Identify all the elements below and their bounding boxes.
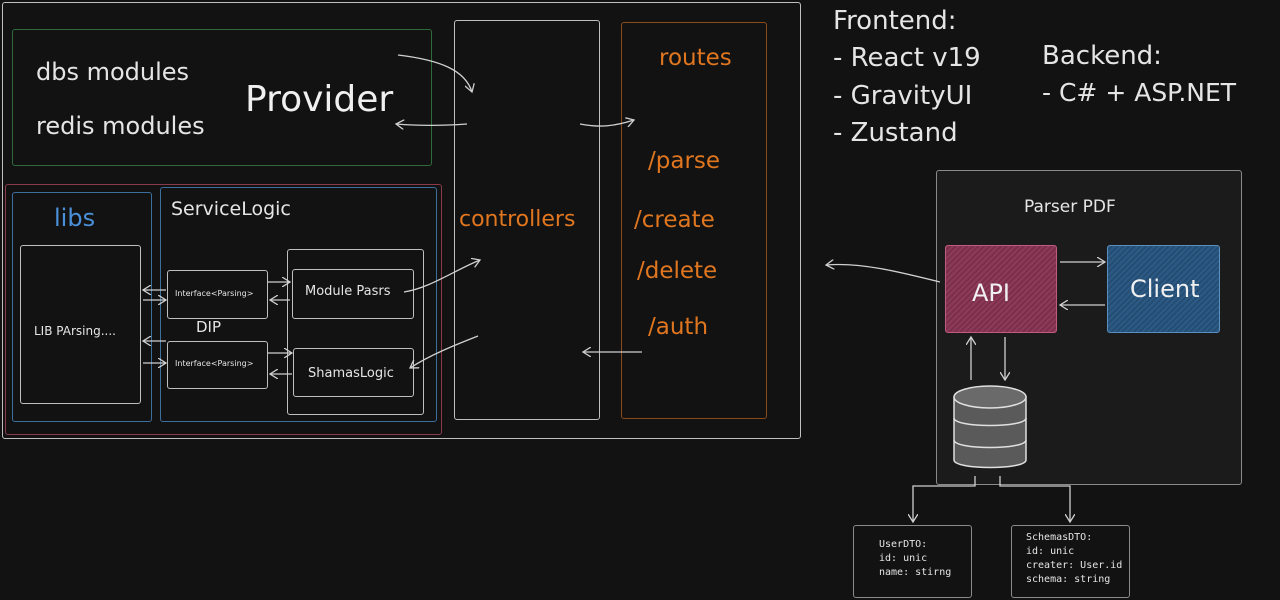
frontend-item-react: - React v19 [833,43,981,73]
user-dto-name: name: stirng [879,567,952,578]
route-parse: /parse [648,148,721,174]
backend-item-csharp: - C# + ASP.NET [1042,78,1237,107]
schemas-dto-box [1011,525,1130,598]
route-auth: /auth [648,314,709,340]
schemas-dto-creater: creater: User.id [1026,560,1123,571]
provider-title: Provider [245,79,394,120]
parser-pdf-title: Parser PDF [1024,197,1116,217]
controllers-label: controllers [459,207,576,232]
schemas-dto-schema: schema: string [1026,574,1111,585]
backend-frame [2,2,801,439]
interface-parsing-bottom [167,341,268,389]
arrow-api-to-backend [826,264,941,283]
service-layer-frame [5,184,442,435]
lib-parsing-box [20,245,141,404]
arrow-module-to-controllers [403,260,480,293]
schemas-dto-id: id: unic [1026,546,1075,557]
interface-parsing-top-label: Interface<Parsing> [175,289,254,298]
client-box [1107,245,1220,333]
arrow-provider-to-controllers [397,54,472,92]
arrow-controllers-to-provider [396,124,468,126]
frontend-title: Frontend: [833,6,957,36]
api-label: API [972,279,1010,307]
user-dto-box [853,525,972,598]
dbs-modules-label: dbs modules [36,58,190,86]
client-label: Client [1130,275,1200,303]
arrow-controllers-to-shamas [410,335,479,368]
frontend-item-zustand: - Zustand [833,118,958,148]
user-dto-title: UserDTO: [879,539,928,550]
libs-title: libs [54,204,96,232]
redis-modules-label: redis modules [36,112,205,140]
routes-title: routes [659,45,732,71]
route-delete: /delete [637,258,718,284]
interface-parsing-top [167,270,268,319]
libs-block [12,192,152,422]
dip-label: DIP [196,318,222,336]
modules-container [287,249,424,415]
schemas-dto-title: SchemasDTO: [1026,532,1093,543]
database-icon [953,385,1027,469]
frontend-item-gravityui: - GravityUI [833,81,973,111]
shamas-logic-box [293,348,414,397]
route-create: /create [634,207,715,233]
controllers-column [454,20,600,420]
routes-column [621,22,767,419]
provider-block [12,29,432,166]
arrow-controllers-to-routes [579,120,634,126]
service-logic-title: ServiceLogic [171,198,291,220]
user-dto-id: id: unic [879,553,928,564]
lib-parsing-label: LIB PArsing.... [34,324,116,338]
module-pasrs-label: Module Pasrs [305,284,391,299]
shamas-logic-label: ShamasLogic [308,366,394,381]
interface-parsing-bottom-label: Interface<Parsing> [175,359,254,368]
api-box [945,245,1057,333]
backend-title: Backend: [1042,41,1162,71]
module-pasrs-box [292,269,414,319]
